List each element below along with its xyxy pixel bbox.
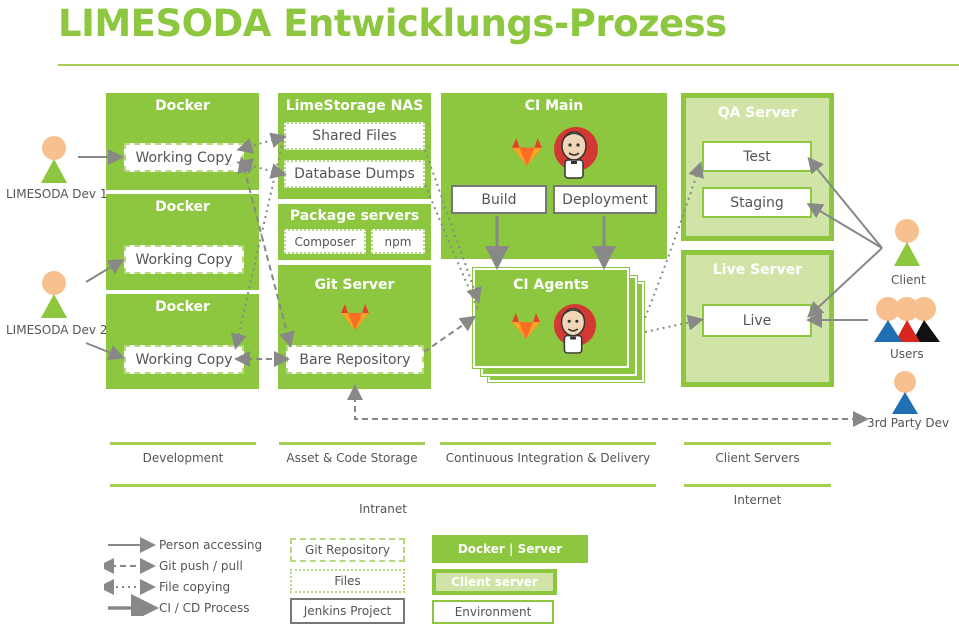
client-person-icon xyxy=(890,218,924,272)
jenkins-icon xyxy=(551,300,597,360)
legend-environment: Environment xyxy=(432,600,554,624)
jenkins-icon xyxy=(551,123,599,185)
nas-title: LimeStorage NAS xyxy=(285,98,424,114)
third-party-label: 3rd Party Dev xyxy=(867,416,950,430)
zone-rule-ci xyxy=(440,442,656,445)
zone-rule-storage xyxy=(279,442,425,445)
legend-person-accessing: Person accessing xyxy=(159,538,263,552)
working-copy-1[interactable]: Working Copy xyxy=(124,143,244,172)
working-copy-2[interactable]: Working Copy xyxy=(124,245,244,274)
legend-files: Files xyxy=(290,569,405,593)
working-copy-3[interactable]: Working Copy xyxy=(124,345,244,374)
docker-box-1[interactable]: Docker Working Copy xyxy=(106,93,259,190)
client-test-arrow xyxy=(807,156,883,249)
deploy-to-live-arrow xyxy=(644,314,704,333)
dev2-access-arrow-1 xyxy=(85,258,125,283)
file-copy-arrow-4 xyxy=(424,149,482,304)
zone-intranet-label: Intranet xyxy=(359,502,407,516)
qa-server-title: QA Server xyxy=(717,105,798,121)
legend-git-push-pull: Git push / pull xyxy=(159,559,243,573)
zone-storage-label: Asset & Code Storage xyxy=(286,451,418,465)
test-environment[interactable]: Test xyxy=(702,141,812,172)
zone-rule-intranet xyxy=(110,484,656,487)
users-label: Users xyxy=(890,347,924,361)
staging-environment[interactable]: Staging xyxy=(702,187,812,218)
zone-rule-development xyxy=(110,442,256,445)
users-group-icon xyxy=(870,296,944,350)
third-party-person-icon xyxy=(888,370,922,420)
file-copy-arrow-1 xyxy=(236,132,287,154)
page-title: LIMESODA Entwicklungs-Prozess xyxy=(58,2,727,45)
file-copy-arrow-2 xyxy=(236,158,287,179)
docker-box-title: Docker xyxy=(155,98,210,114)
git-to-ci-arrow xyxy=(423,315,477,353)
file-copy-arrow-5 xyxy=(424,184,479,311)
npm-server[interactable]: npm xyxy=(371,229,425,254)
legend-git-repository: Git Repository xyxy=(290,538,405,562)
third-party-git-arrow xyxy=(347,384,869,427)
legend-jenkins-project: Jenkins Project xyxy=(290,598,405,624)
deploy-to-qa-arrow xyxy=(644,161,704,319)
zone-ci-label: Continuous Integration & Delivery xyxy=(445,451,651,465)
legend-file-copying: File copying xyxy=(159,580,231,594)
git-server-box[interactable]: Git Server Bare Repository xyxy=(278,265,431,389)
dev2-label: LIMESODA Dev 2 xyxy=(6,323,108,337)
deployment-job[interactable]: Deployment xyxy=(553,185,657,214)
gitlab-icon xyxy=(511,312,541,344)
live-server-title: Live Server xyxy=(712,262,803,278)
dev1-person-icon xyxy=(37,135,71,189)
legend-ci-cd-process: CI / CD Process xyxy=(159,601,250,615)
zone-client-label: Client Servers xyxy=(715,451,800,465)
package-servers-title: Package servers xyxy=(289,208,420,224)
limestorage-nas-box[interactable]: LimeStorage NAS Shared Files Database Du… xyxy=(278,93,431,199)
gitlab-icon xyxy=(340,303,370,335)
legend-client-server: Client server xyxy=(432,569,557,595)
git-push-pull-arrow-1 xyxy=(237,156,295,348)
ci-main-title: CI Main xyxy=(524,98,584,114)
package-servers-box[interactable]: Package servers Composer npm xyxy=(278,204,431,260)
ci-agents-title: CI Agents xyxy=(513,277,589,293)
ci-main-box[interactable]: CI Main Build Deployment xyxy=(441,93,667,259)
dev1-label: LIMESODA Dev 1 xyxy=(6,187,108,201)
title-divider xyxy=(58,64,959,66)
gitlab-icon xyxy=(511,137,543,171)
file-copy-arrow-3 xyxy=(230,139,284,350)
bare-repository[interactable]: Bare Repository xyxy=(286,345,424,374)
client-staging-arrow xyxy=(806,202,883,249)
zone-internet-label: Internet xyxy=(733,493,782,507)
docker-box-title: Docker xyxy=(155,199,210,215)
docker-box-2[interactable]: Docker Working Copy xyxy=(106,194,259,290)
docker-box-title: Docker xyxy=(155,299,210,315)
legend-docker-server: Docker | Server xyxy=(432,535,588,563)
zone-rule-client xyxy=(684,442,831,445)
database-dumps[interactable]: Database Dumps xyxy=(284,160,425,188)
zone-rule-internet xyxy=(684,484,831,487)
build-job[interactable]: Build xyxy=(451,185,547,214)
git-server-title: Git Server xyxy=(314,277,395,293)
zone-development-label: Development xyxy=(142,451,224,465)
client-label: Client xyxy=(891,273,926,287)
client-live-arrow xyxy=(807,247,883,318)
composer-server[interactable]: Composer xyxy=(284,229,366,254)
shared-files[interactable]: Shared Files xyxy=(284,122,425,150)
dev2-person-icon xyxy=(37,270,71,324)
dev2-access-arrow-2 xyxy=(85,342,125,360)
legend-arrows xyxy=(104,537,159,616)
ci-agents-box[interactable]: CI Agents xyxy=(472,267,630,369)
live-environment[interactable]: Live xyxy=(702,304,812,337)
